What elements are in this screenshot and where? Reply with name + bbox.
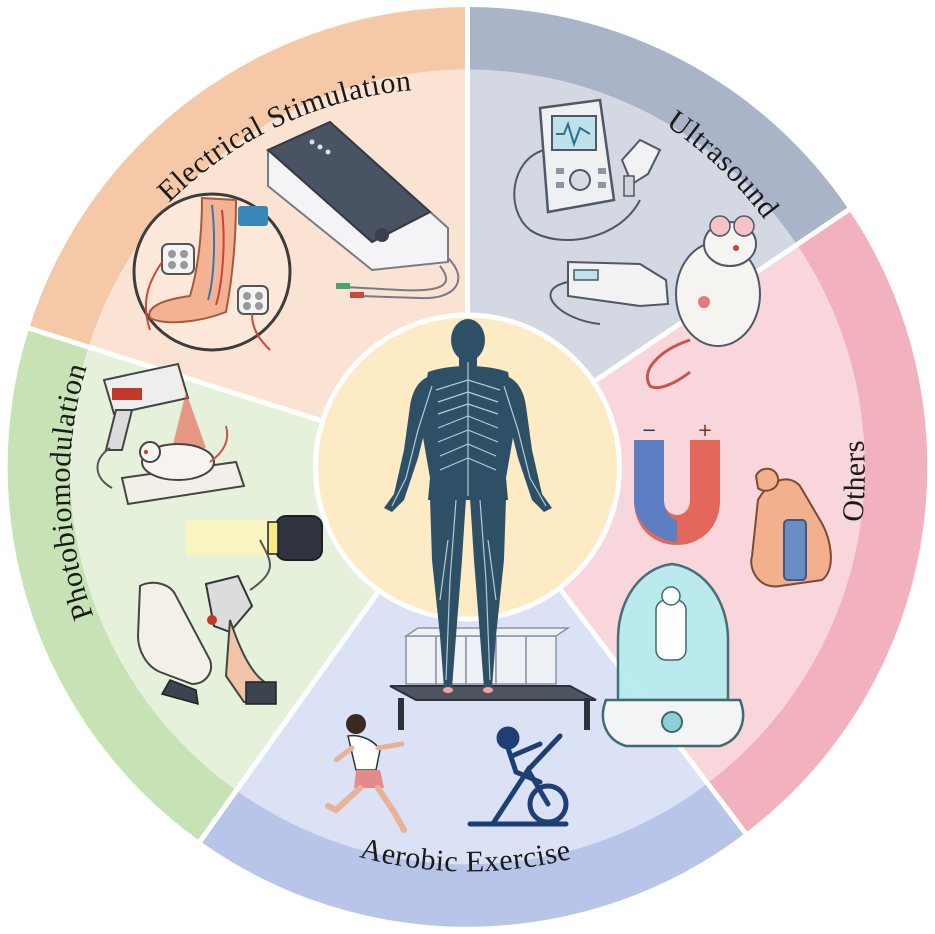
running-woman-icon: [325, 714, 407, 833]
ultrasound-probe-rat-icon: [549, 215, 761, 389]
hyperbaric-chamber-icon: [601, 562, 745, 748]
segment-label-others-text: Others: [836, 439, 871, 523]
hand-laser-therapy-icon: [136, 539, 277, 706]
arm-tourniquet-icon: [750, 467, 832, 588]
svg-text:−: −: [641, 420, 656, 441]
svg-text:+: +: [697, 420, 712, 441]
ultrasound-machine-icon: [513, 98, 662, 241]
human-nervous-system-icon: [384, 319, 552, 693]
laser-on-rat-icon: [96, 362, 246, 506]
light-wand-icon: [186, 515, 323, 561]
leg-electrode-pads-icon: [132, 192, 292, 352]
magnet-icon: − +: [634, 420, 720, 545]
segment-label-others: Others: [836, 439, 872, 523]
exercise-bike-icon: [467, 726, 569, 827]
electrical-stimulator-device-icon: [266, 120, 460, 300]
